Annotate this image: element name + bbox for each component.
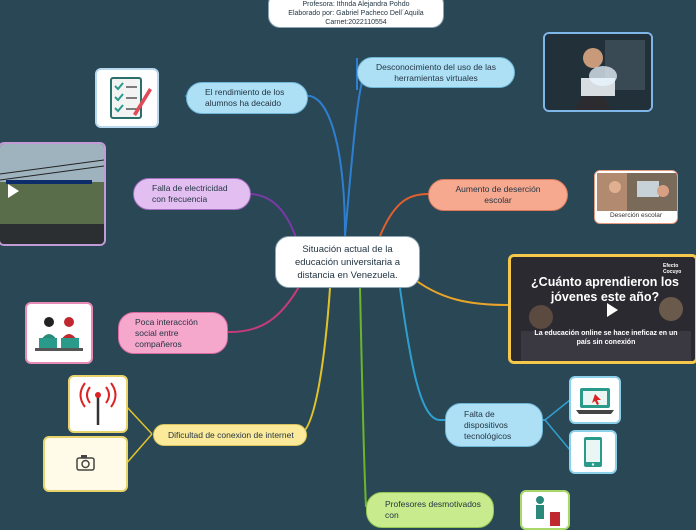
branch-desercion[interactable]: Aumento de deserción escolar [428, 179, 568, 211]
branch-desconocimiento-label: Desconocimiento del uso de las herramien… [375, 61, 496, 83]
play-icon[interactable] [8, 184, 19, 198]
camera-icon [76, 455, 95, 471]
branch-rendimiento-label: El rendimiento de los alumnos ha decaido [205, 87, 285, 108]
aprendizaje-video[interactable]: Efecto Cocuyo ¿Cuánto aprendieron los jó… [508, 254, 696, 364]
antenna-icon [79, 382, 117, 425]
people-at-computers-icon [35, 317, 83, 351]
branch-conexion[interactable]: Dificultad de conexion de internet [153, 424, 307, 446]
author-line-3: Carnet:2022110554 [325, 18, 387, 26]
branch-dispositivos-label: Falta de dispositivos tecnológicos [464, 408, 512, 441]
aprendizaje-video-subtitle: La educación online se hace ineficaz en … [534, 330, 678, 346]
antenna-card[interactable] [68, 375, 128, 433]
person-laptop-icon [545, 34, 651, 110]
central-topic-label: Situación actual de la educación univers… [294, 243, 401, 281]
branch-dispositivos[interactable]: Falta de dispositivos tecnológicos [445, 403, 543, 447]
branch-interaccion[interactable]: Poca interacción social entre compañeros [118, 312, 228, 354]
aprendizaje-video-brand: Efecto Cocuyo [663, 263, 682, 275]
aprendizaje-video-title: ¿Cuánto aprendieron los jóvenes este año… [531, 275, 679, 304]
branch-profesores[interactable]: Profesores desmotivados con [366, 492, 494, 528]
branch-desercion-label: Aumento de deserción escolar [455, 184, 541, 205]
camera-card[interactable] [43, 436, 128, 492]
laptop-icon [576, 388, 614, 414]
branch-conexion-label: Dificultad de conexion de internet [168, 429, 294, 440]
checklist-card[interactable] [95, 68, 159, 128]
tablet-card[interactable] [569, 430, 617, 474]
central-topic[interactable]: Situación actual de la educación univers… [275, 236, 420, 288]
electricity-video-headline [6, 180, 92, 184]
desercion-card[interactable]: Deserción escolar [594, 170, 678, 224]
play-icon[interactable] [607, 303, 618, 317]
branch-electricidad-label: Falla de electricidad con frecuencia [152, 183, 228, 204]
laptop-student-photo[interactable] [543, 32, 653, 112]
interaccion-card[interactable] [25, 302, 93, 364]
checklist-icon [110, 77, 152, 119]
branch-profesores-label: Profesores desmotivados con [385, 499, 481, 520]
branch-interaccion-label: Poca interacción social entre compañeros [135, 316, 198, 349]
recycle-bin-person-icon [536, 496, 560, 526]
branch-electricidad[interactable]: Falla de electricidad con frecuencia [133, 178, 251, 210]
tablet-icon [584, 437, 602, 467]
branch-rendimiento[interactable]: El rendimiento de los alumnos ha decaido [186, 82, 308, 114]
author-line-1: Profesora: Ithnda Alejandra Pohdo [302, 0, 410, 8]
electricity-video[interactable] [0, 142, 106, 246]
profesores-card[interactable] [520, 490, 570, 530]
laptop-card[interactable] [569, 376, 621, 424]
students-group-image [511, 257, 695, 361]
power-lines-image [0, 144, 104, 244]
author-line-2: Elaborado por: Gabriel Pacheco Dell´Aqui… [288, 9, 424, 17]
desercion-caption: Deserción escolar [609, 212, 663, 219]
author-info-box[interactable]: Profesora: Ithnda Alejandra Pohdo Elabor… [268, 0, 444, 28]
students-classroom-image [597, 173, 677, 211]
branch-desconocimiento[interactable]: Desconocimiento del uso de las herramien… [357, 57, 515, 88]
